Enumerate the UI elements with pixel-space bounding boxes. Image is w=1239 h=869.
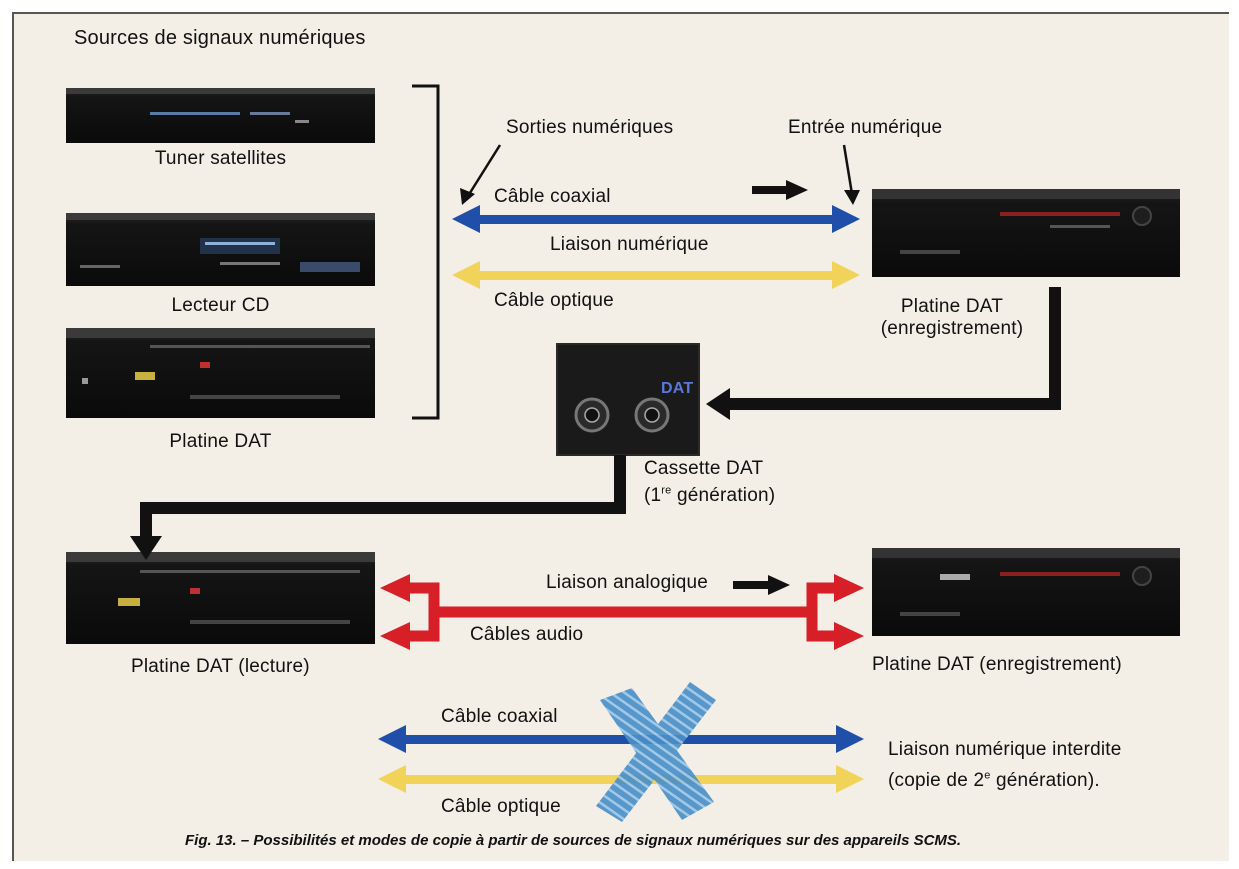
- source-label-tuner: Tuner satellites: [66, 148, 375, 170]
- dat-cassette-device: [557, 344, 699, 455]
- cassette-gen-suffix: génération): [671, 485, 775, 506]
- input-pointer: [844, 145, 860, 205]
- audio-cables-label: Câbles audio: [470, 624, 583, 646]
- recorder-top-label: Platine DAT (enregistrement): [852, 296, 1052, 340]
- cassette-label: Cassette DAT (1re génération): [644, 458, 775, 507]
- dat-player-device: [66, 552, 375, 644]
- forbidden-link-line2: (copie de 2e génération).: [888, 770, 1100, 791]
- dat-recorder-top-device: [872, 189, 1180, 277]
- dat-recorder-bottom-device: [872, 548, 1180, 636]
- analog-direction-arrow: [733, 575, 790, 595]
- forbidden-link-label: Liaison numérique interdite (copie de 2e…: [888, 737, 1122, 794]
- recorder-top-label-line2: (enregistrement): [881, 318, 1024, 339]
- player-label: Platine DAT (lecture): [131, 656, 310, 678]
- cd-player-device: [66, 213, 375, 286]
- cassette-badge: DAT: [661, 380, 693, 398]
- diagram-title: Sources de signaux numériques: [74, 27, 366, 50]
- cassette-gen-prefix: (1: [644, 485, 661, 506]
- cassette-label-line2: (1re génération): [644, 485, 775, 506]
- coax-direction-arrow: [752, 180, 808, 200]
- coax-cable-label-bottom: Câble coaxial: [441, 706, 558, 728]
- forbidden-link-line1: Liaison numérique interdite: [888, 739, 1122, 760]
- source-label-dat: Platine DAT: [66, 431, 375, 453]
- coax-cable-label-top: Câble coaxial: [494, 186, 611, 208]
- optical-cable-label-top: Câble optique: [494, 290, 614, 312]
- forbidden-gen-suffix: génération).: [991, 770, 1100, 791]
- dat-deck-source-device: [66, 328, 375, 418]
- source-label-cd: Lecteur CD: [66, 295, 375, 317]
- digital-outputs-label: Sorties numériques: [506, 117, 673, 139]
- figure-caption: Fig. 13. – Possibilités et modes de copi…: [185, 832, 961, 849]
- tuner-satellite-device: [66, 88, 375, 143]
- analog-link-label: Liaison analogique: [546, 572, 708, 594]
- forbidden-cross: [596, 682, 716, 822]
- optical-arrow-top: [452, 261, 860, 289]
- recorder-bottom-label: Platine DAT (enregistrement): [872, 654, 1122, 676]
- digital-link-label: Liaison numérique: [550, 234, 709, 256]
- optical-cable-label-bottom: Câble optique: [441, 796, 561, 818]
- flow-cassette-to-player: [130, 455, 620, 560]
- cassette-label-line1: Cassette DAT: [644, 458, 763, 479]
- forbidden-gen-prefix: (copie de 2: [888, 770, 984, 791]
- digital-input-label: Entrée numérique: [788, 117, 942, 139]
- cassette-gen-sup: re: [661, 485, 671, 497]
- recorder-top-label-line1: Platine DAT: [901, 296, 1003, 317]
- coax-arrow-top: [452, 205, 860, 233]
- sources-bracket: [412, 86, 438, 418]
